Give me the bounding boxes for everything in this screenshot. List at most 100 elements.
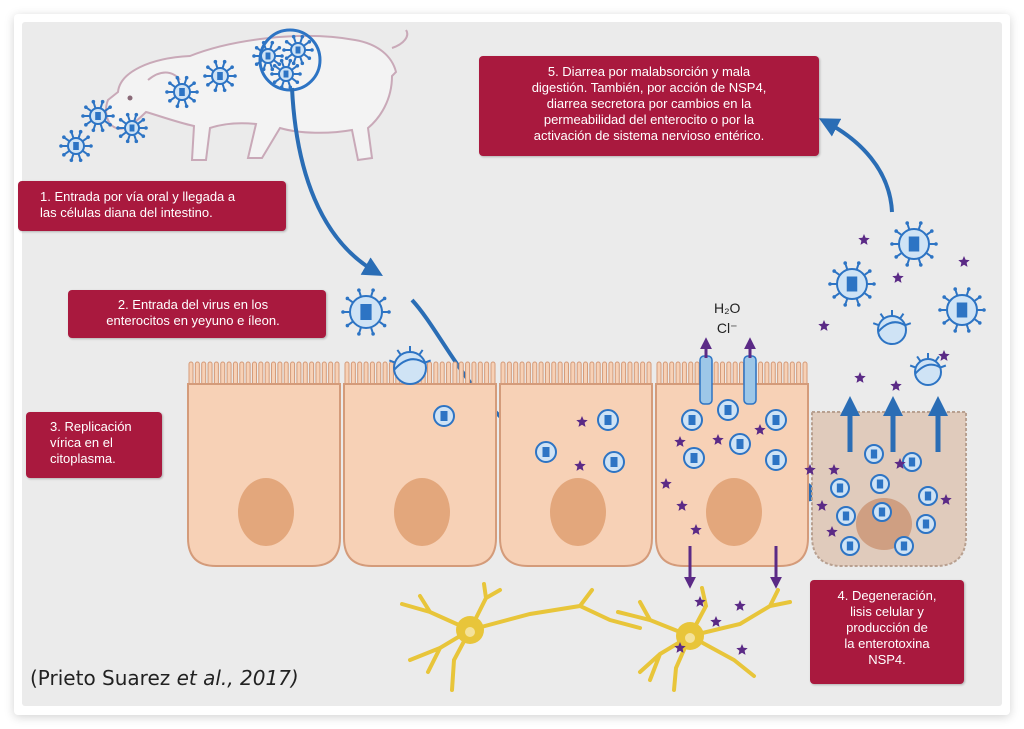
toxin-star bbox=[892, 272, 904, 283]
arrow-ingestion bbox=[290, 87, 383, 276]
toxin-star bbox=[754, 424, 766, 435]
virus bbox=[597, 409, 619, 431]
nucleus bbox=[394, 478, 450, 546]
enterocyte bbox=[187, 361, 341, 567]
citation-year: , 2017) bbox=[227, 666, 299, 690]
virus bbox=[535, 441, 557, 463]
toxin-star bbox=[818, 320, 830, 331]
virus bbox=[717, 399, 739, 421]
virus bbox=[59, 129, 93, 163]
step-5-line: digestión. También, por acción de NSP4, bbox=[531, 80, 767, 95]
virus-capsid bbox=[872, 310, 912, 345]
virus bbox=[729, 433, 751, 455]
citation: (Prieto Suarez et al., 2017) bbox=[30, 666, 299, 690]
virus bbox=[270, 58, 302, 90]
toxin-star bbox=[694, 596, 706, 607]
step-4-line: la enterotoxina bbox=[844, 636, 930, 651]
toxin-star bbox=[674, 642, 686, 653]
virus bbox=[902, 452, 922, 472]
virus bbox=[890, 221, 938, 267]
virus-capsid bbox=[388, 346, 432, 385]
citation-etal: et al. bbox=[176, 666, 228, 690]
toxin-star bbox=[816, 500, 828, 511]
virus bbox=[864, 444, 884, 464]
enteric-neurons bbox=[400, 582, 792, 692]
enterocyte-layer bbox=[187, 361, 809, 567]
virus bbox=[203, 59, 237, 93]
toxin-star bbox=[674, 436, 686, 447]
chloride-label: Cl⁻ bbox=[716, 320, 738, 336]
enterocyte bbox=[343, 361, 497, 567]
virus bbox=[870, 474, 890, 494]
step-5-line: permeabilidad del enterocito o por la bbox=[543, 112, 755, 127]
toxin-star bbox=[690, 524, 702, 535]
step-3-line: citoplasma. bbox=[50, 451, 116, 466]
virus bbox=[938, 287, 986, 333]
virus bbox=[81, 99, 115, 133]
step-1-line: 1. Entrada por vía oral y llegada a bbox=[40, 189, 236, 204]
virus bbox=[828, 261, 876, 307]
step-4-box: 4. Degeneración, lisis celular y producc… bbox=[810, 580, 964, 684]
toxin-star bbox=[828, 464, 840, 475]
toxin-star bbox=[890, 380, 902, 391]
nucleus bbox=[550, 478, 606, 546]
ion-channels bbox=[699, 337, 757, 405]
enterocyte bbox=[499, 361, 653, 567]
virus bbox=[683, 447, 705, 469]
virus bbox=[282, 34, 314, 66]
toxin-star bbox=[736, 644, 748, 655]
virus bbox=[681, 409, 703, 431]
toxin-star bbox=[958, 256, 970, 267]
citation-authors: (Prieto Suarez bbox=[30, 666, 177, 690]
secretion-labels: H₂O Cl⁻ bbox=[714, 298, 740, 338]
virus-capsid bbox=[909, 353, 947, 386]
step-2-line: enterocitos en yeyuno e íleon. bbox=[106, 313, 280, 328]
virus bbox=[252, 40, 284, 72]
toxin-arrows bbox=[684, 546, 782, 589]
virus bbox=[894, 536, 914, 556]
toxin-star bbox=[710, 616, 722, 627]
step-4-line: NSP4. bbox=[868, 652, 906, 667]
step-4-line: lisis celular y bbox=[850, 604, 924, 619]
toxin-star bbox=[938, 350, 950, 361]
nucleus bbox=[706, 478, 762, 546]
toxin-star bbox=[940, 494, 952, 505]
toxin-star bbox=[660, 478, 672, 489]
virus-group-pig bbox=[258, 28, 322, 92]
step-1-box: 1. Entrada por vía oral y llegada a las … bbox=[18, 181, 286, 231]
pig bbox=[105, 29, 409, 162]
step-2-line: 2. Entrada del virus en los bbox=[117, 297, 269, 312]
virus bbox=[603, 451, 625, 473]
toxin-star bbox=[894, 458, 906, 469]
toxin-star bbox=[826, 526, 838, 537]
toxin-star bbox=[734, 600, 746, 611]
nucleus bbox=[238, 478, 294, 546]
efflux-arrows bbox=[840, 396, 948, 452]
toxin-star bbox=[574, 460, 586, 471]
toxin-star bbox=[854, 372, 866, 383]
step-4-line: 4. Degeneración, bbox=[837, 588, 937, 603]
virus bbox=[830, 478, 850, 498]
virus bbox=[765, 409, 787, 431]
step-4-line: producción de bbox=[846, 620, 928, 635]
virus bbox=[116, 112, 148, 144]
virus-particles bbox=[59, 34, 986, 556]
virus bbox=[765, 449, 787, 471]
virus bbox=[918, 486, 938, 506]
toxin-star bbox=[676, 500, 688, 511]
toxin-star bbox=[712, 434, 724, 445]
virus bbox=[165, 75, 199, 109]
virus bbox=[872, 502, 892, 522]
step-2-box: 2. Entrada del virus en los enterocitos … bbox=[68, 290, 326, 338]
step-3-box: 3. Replicación vírica en el citoplasma. bbox=[26, 412, 162, 478]
toxin-star bbox=[804, 464, 816, 475]
step-3-line: vírica en el bbox=[50, 435, 113, 450]
virus bbox=[916, 514, 936, 534]
virus bbox=[836, 506, 856, 526]
toxin-star bbox=[576, 416, 588, 427]
step-3-line: 3. Replicación bbox=[50, 419, 132, 434]
water-label: H₂O bbox=[714, 300, 741, 316]
step-5-line: diarrea secretora por cambios en la bbox=[546, 96, 752, 111]
step-5-line: 5. Diarrea por malabsorción y mala bbox=[547, 64, 751, 79]
